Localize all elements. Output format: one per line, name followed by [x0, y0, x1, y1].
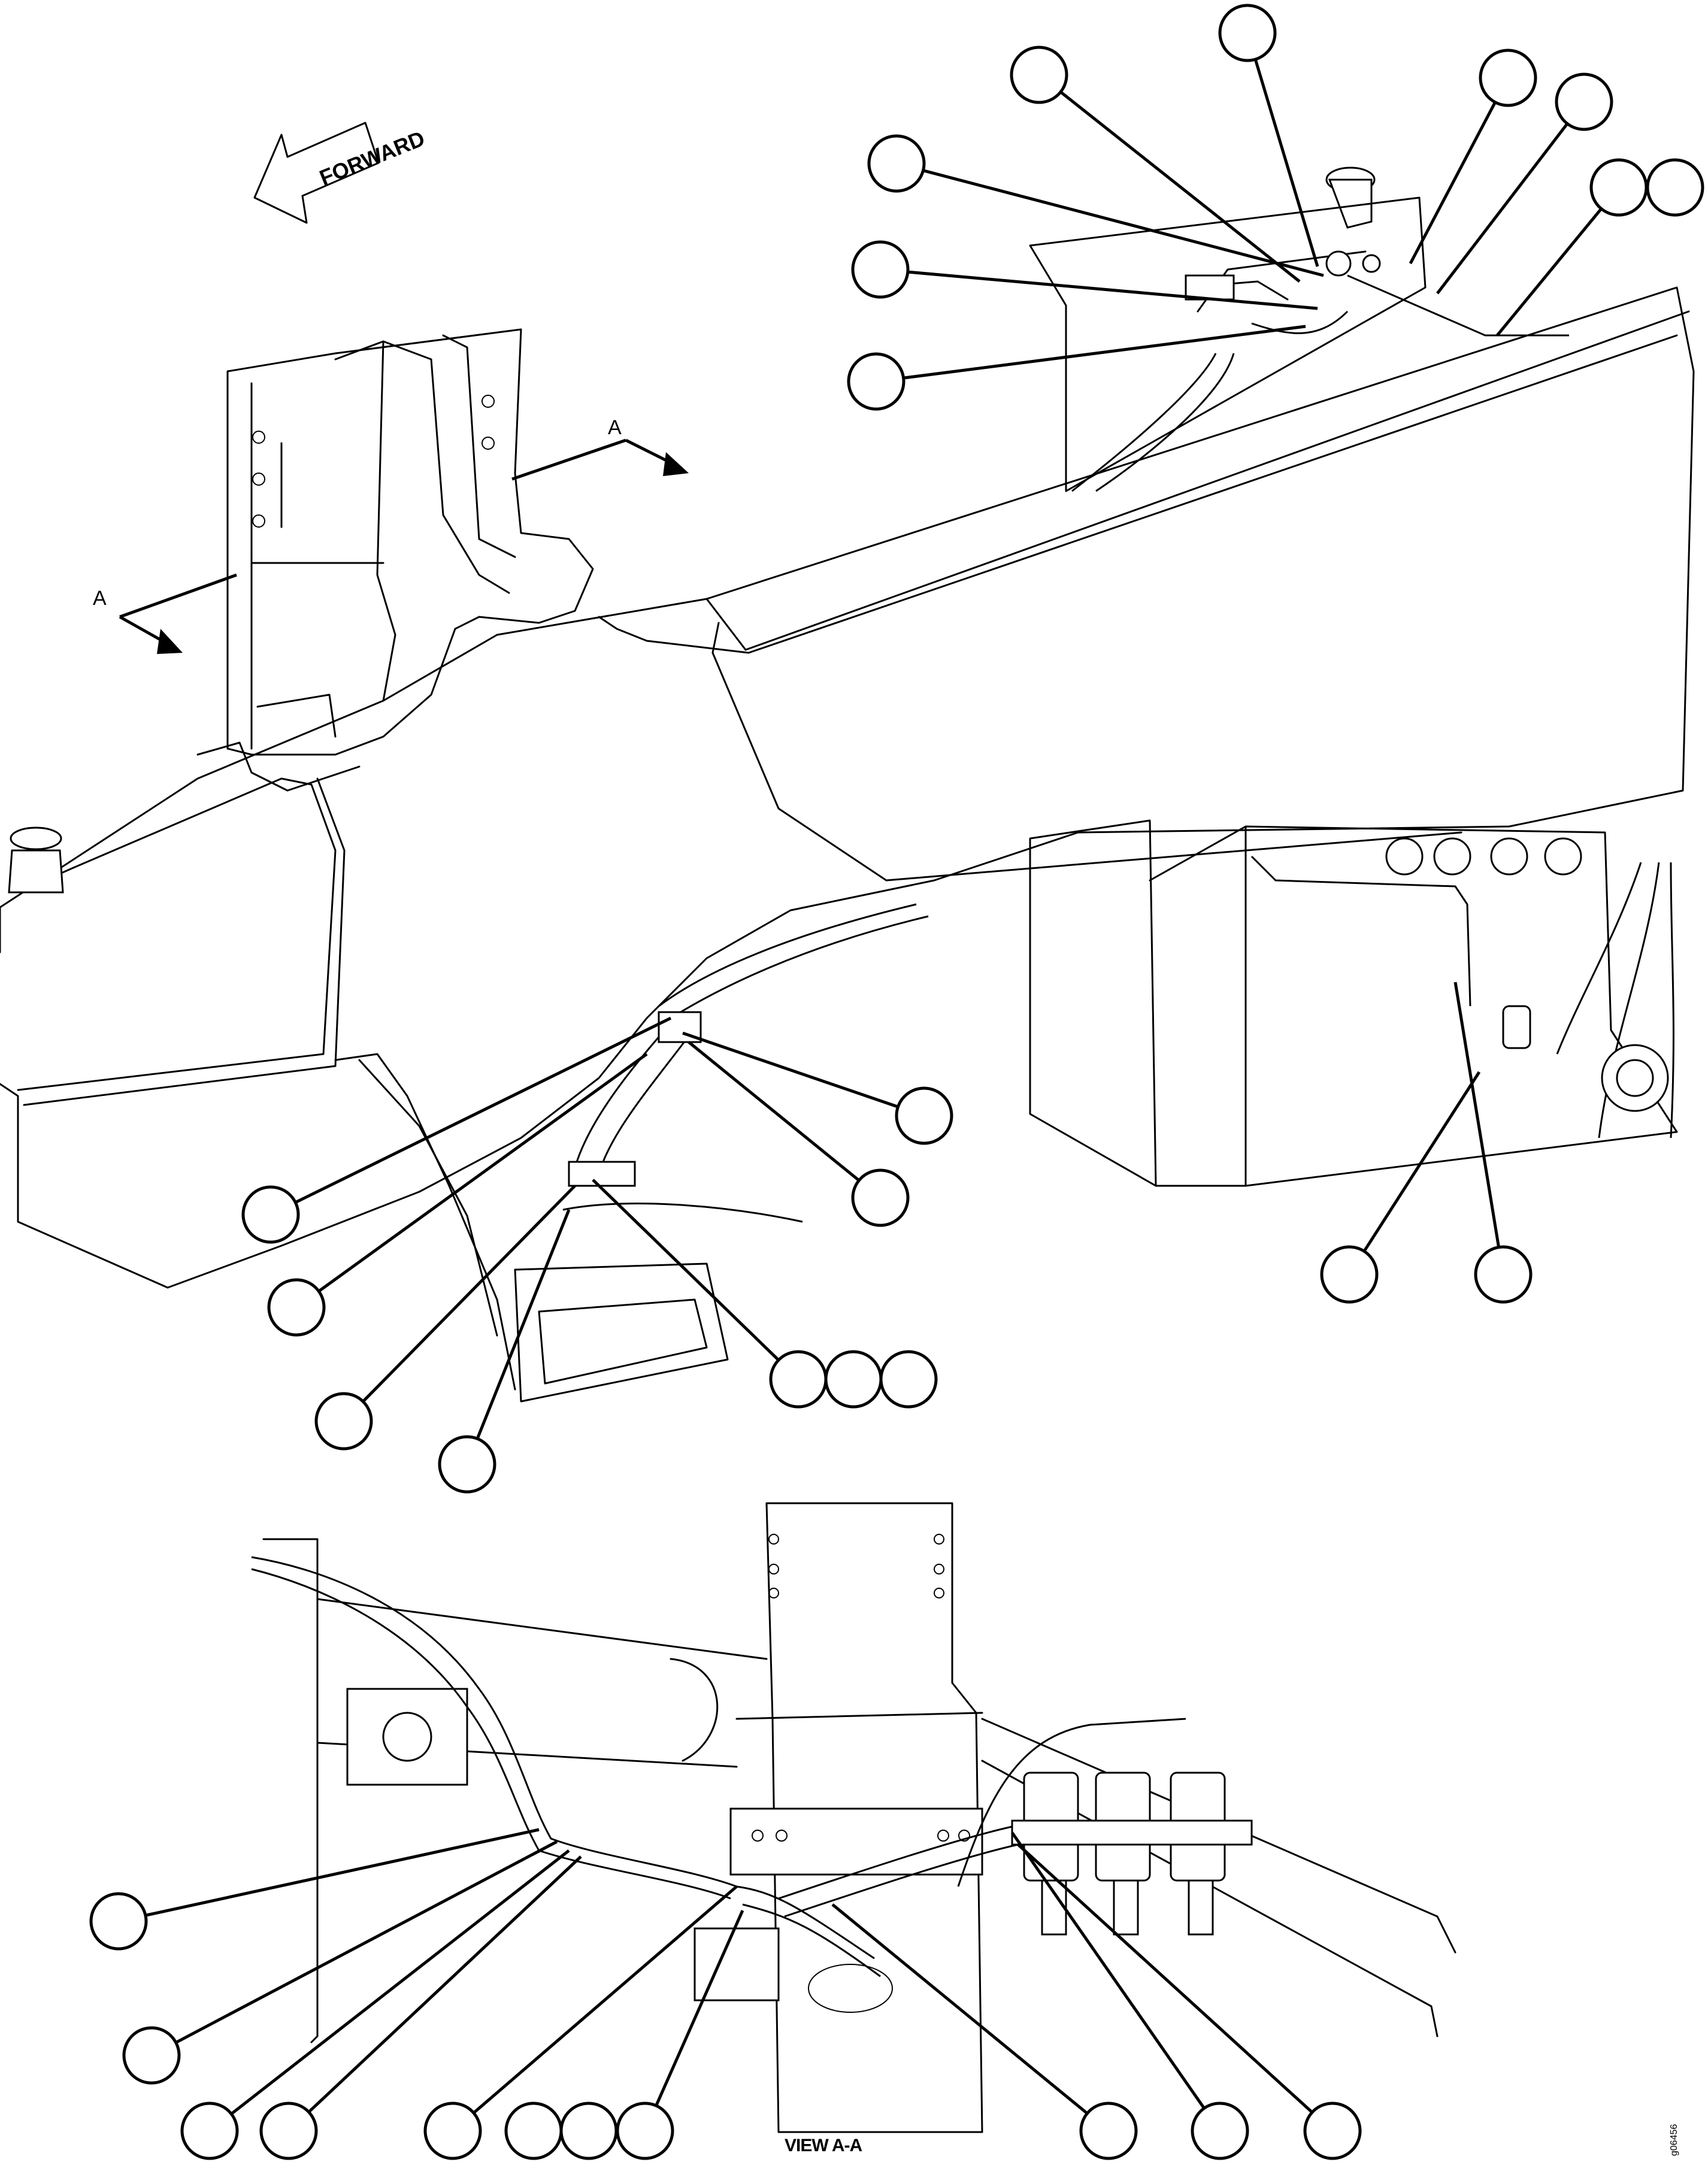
callout-balloon: [1218, 4, 1277, 62]
callout-balloon: [1646, 158, 1704, 217]
callout-leader-line: [1436, 123, 1569, 295]
callout-balloon: [89, 1892, 148, 1951]
callout-leader-line: [907, 270, 1318, 310]
callout-leader-line: [175, 1840, 558, 2044]
callout-leader-line: [1409, 101, 1497, 265]
callout-balloon: [769, 1350, 828, 1409]
callout-balloon: [1479, 49, 1537, 107]
callout-balloons: [89, 4, 1704, 2160]
machine-frame: [0, 166, 1695, 1403]
callout-leader-line: [145, 1828, 540, 1917]
callout-balloon: [438, 1435, 496, 1494]
callout-leader-line: [592, 1179, 780, 1361]
callout-leader-line: [362, 1185, 576, 1403]
callout-balloon: [559, 2102, 618, 2160]
view-title: VIEW A-A: [785, 2136, 862, 2155]
callout-leader-line: [922, 169, 1324, 277]
callout-leader-line: [1453, 982, 1501, 1248]
callout-balloon: [616, 2102, 674, 2160]
callout-leader-line: [317, 1052, 648, 1293]
callout-balloon: [1079, 2102, 1138, 2160]
callout-leader-line: [1059, 90, 1301, 283]
section-label-a-left: A: [93, 587, 107, 610]
drawing-number: g06456: [1669, 2124, 1679, 2156]
callout-balloon: [867, 134, 926, 193]
callout-leader-line: [903, 325, 1306, 380]
callout-leader-line: [1010, 1831, 1206, 2109]
callout-balloon: [895, 1086, 953, 1145]
callout-leader-line: [831, 1903, 1089, 2115]
callout-leader-line: [1362, 1071, 1481, 1252]
forward-label: FORWARD: [316, 126, 428, 190]
callout-balloon: [180, 2102, 239, 2160]
callout-balloon: [1303, 2102, 1362, 2160]
callout-balloon: [423, 2102, 482, 2160]
callout-balloon: [1555, 72, 1613, 131]
callout-leader-line: [307, 1855, 582, 2113]
callout-balloon: [314, 1392, 373, 1451]
callout-leader-line: [1496, 207, 1603, 337]
callout-leader-line: [1017, 1843, 1313, 2113]
callout-balloon: [504, 2102, 563, 2160]
callout-leader-line: [476, 1209, 571, 1440]
callout-leader-line: [655, 1909, 744, 2106]
forward-arrow-icon: FORWARD: [253, 122, 428, 224]
callout-balloon: [1010, 46, 1068, 104]
callout-balloon: [241, 1185, 300, 1244]
callout-balloon: [1589, 158, 1648, 217]
callout-leaders: [145, 59, 1603, 2115]
callout-balloon: [1474, 1245, 1533, 1304]
callout-leader-line: [230, 1849, 570, 2115]
callout-balloon: [1191, 2102, 1249, 2160]
tank-assembly-lower: [1029, 819, 1678, 1187]
view-a-a: VIEW A-A: [251, 1502, 1456, 2155]
section-marker-left: A: [93, 573, 237, 654]
callout-balloon: [1320, 1245, 1379, 1304]
callout-leader-line: [473, 1885, 738, 2114]
callout-balloon: [851, 240, 910, 299]
callout-balloon: [851, 1168, 910, 1227]
callout-balloon: [879, 1350, 938, 1409]
section-label-a-right: A: [608, 416, 622, 439]
callout-balloon: [824, 1350, 883, 1409]
tank-assembly-upper: [1029, 196, 1569, 492]
callout-balloon: [122, 2026, 181, 2085]
callout-leader-line: [688, 1041, 860, 1182]
callout-balloon: [267, 1278, 326, 1337]
callout-leader-line: [682, 1031, 899, 1109]
callout-balloon: [259, 2102, 318, 2160]
section-marker-right: A: [511, 416, 689, 481]
callout-leader-line: [1253, 59, 1319, 267]
callout-leader-line: [295, 1016, 672, 1204]
callout-balloon: [847, 352, 906, 411]
